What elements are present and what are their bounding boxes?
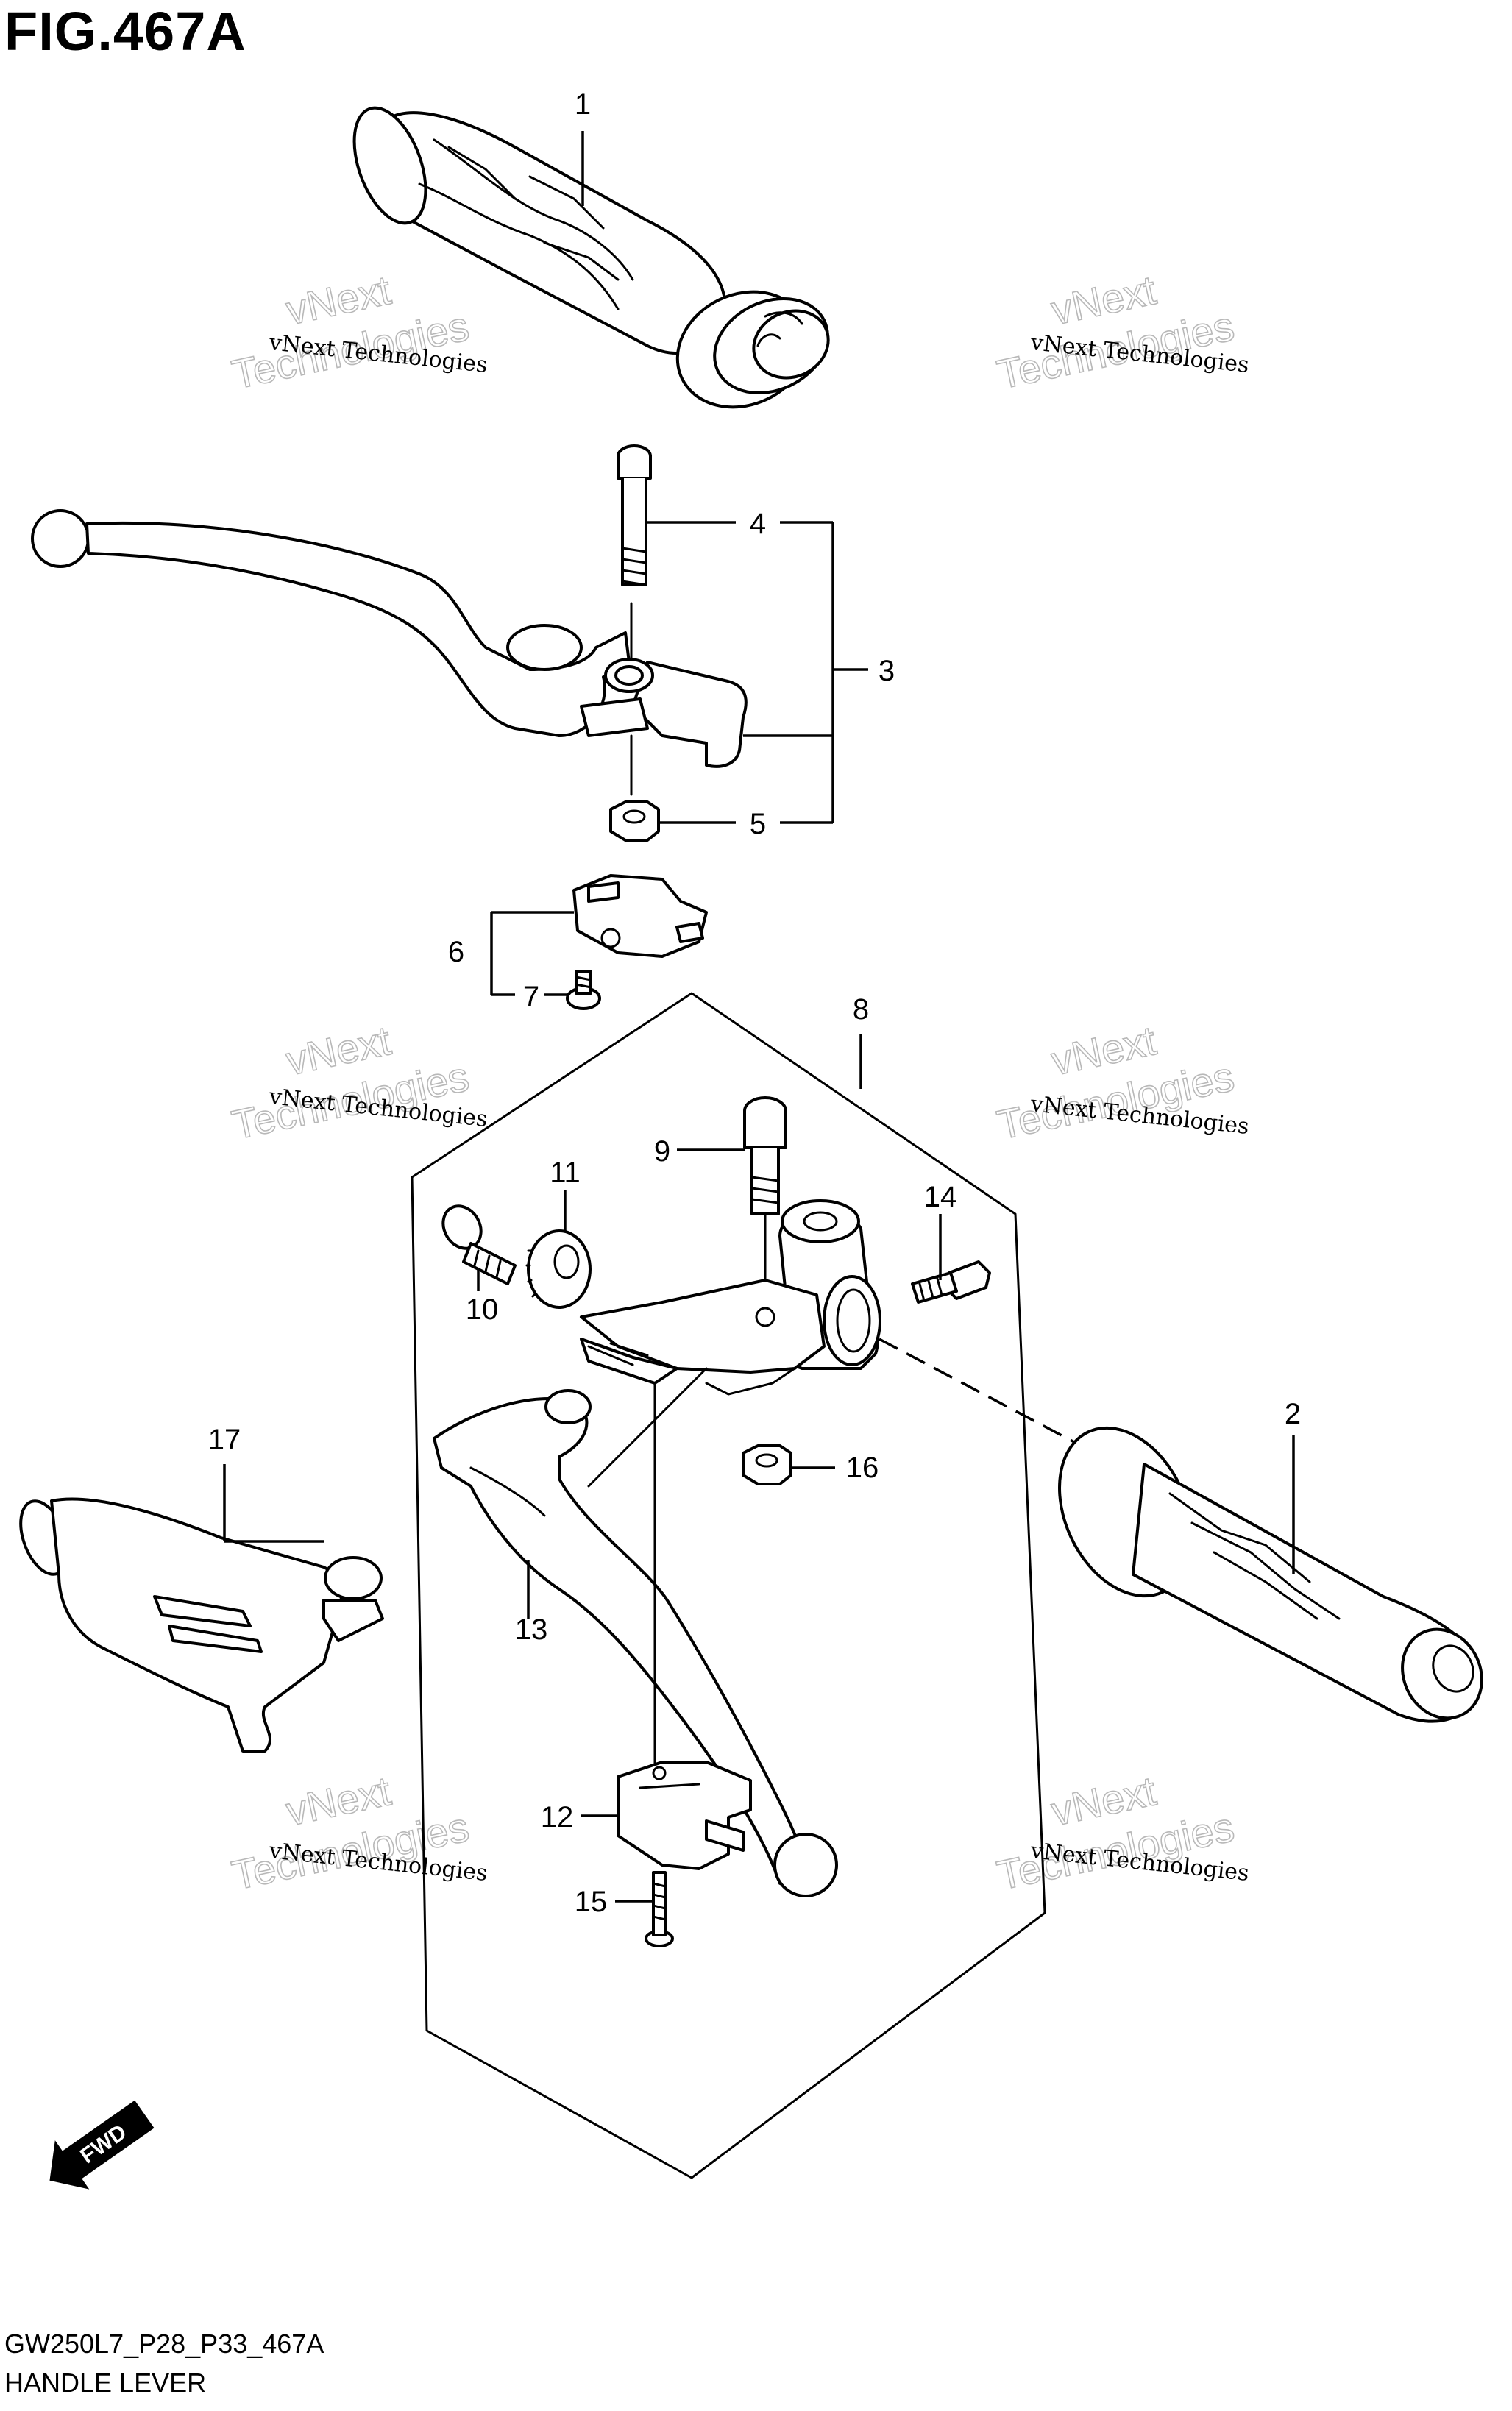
- callout-12: 12: [541, 1801, 574, 1833]
- callout-3: 3: [879, 655, 895, 687]
- part-6-brake-switch: [572, 874, 708, 958]
- section-name: HANDLE LEVER: [4, 2368, 207, 2398]
- part-3-brake-lever: [31, 509, 748, 796]
- part-1-grip: [352, 106, 830, 409]
- callout-10: 10: [466, 1293, 499, 1326]
- part-2-grip: [1058, 1426, 1483, 1723]
- callout-7: 7: [523, 981, 539, 1013]
- part-10-adjuster: [441, 1204, 517, 1285]
- part-16-nut: [742, 1444, 792, 1485]
- leader-lines: [223, 131, 1295, 1903]
- fwd-arrow-icon: FWD: [49, 2100, 155, 2190]
- part-7-screw: [566, 970, 601, 1010]
- callout-17: 17: [208, 1424, 241, 1456]
- callout-labels: 1 2 3 4 5 6 7 8 9 10 11 12 13 14 15 16 1…: [208, 88, 1301, 1918]
- watermark-group: Technologies vNext vNext Technologies Te…: [227, 266, 1250, 1899]
- part-17-lever-guard: [19, 1497, 384, 1753]
- assembly-guide-line: [879, 1338, 1075, 1444]
- callout-2: 2: [1285, 1398, 1301, 1430]
- figure-title: FIG.467A: [4, 1, 246, 62]
- callout-11: 11: [550, 1157, 581, 1189]
- drawing-code: GW250L7_P28_P33_467A: [4, 2329, 324, 2359]
- callout-1: 1: [575, 88, 591, 121]
- callout-5: 5: [750, 808, 766, 840]
- part-13-clutch-lever: [433, 1367, 838, 1897]
- callout-9: 9: [654, 1135, 670, 1168]
- part-8-lever-holder: [580, 1199, 881, 1396]
- part-11-adjuster-ring: [525, 1229, 592, 1309]
- callout-16: 16: [846, 1452, 879, 1484]
- part-5-nut: [609, 800, 660, 842]
- part-9-bolt: [743, 1096, 787, 1318]
- part-8-assembly-frame: [411, 992, 1046, 2179]
- callout-8: 8: [853, 993, 869, 1026]
- callout-13: 13: [515, 1613, 548, 1646]
- callout-14: 14: [924, 1181, 957, 1213]
- part-15-screw: [645, 1871, 674, 1947]
- part-4-pivot-bolt: [617, 444, 652, 586]
- callout-15: 15: [575, 1886, 608, 1918]
- callout-4: 4: [750, 508, 766, 540]
- callout-6: 6: [448, 936, 464, 968]
- part-14-screw: [911, 1260, 991, 1304]
- part-12-clutch-switch: [617, 1761, 752, 1870]
